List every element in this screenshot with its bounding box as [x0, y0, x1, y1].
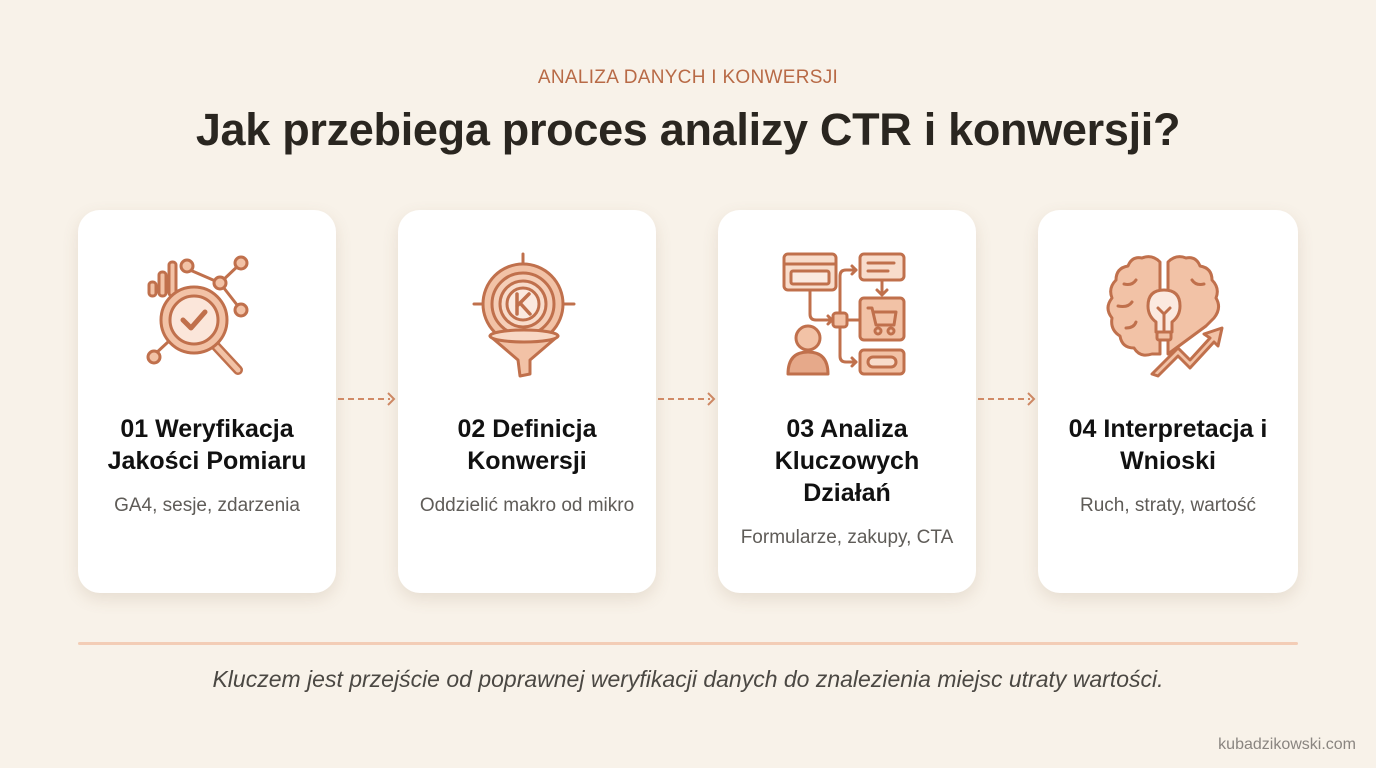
- brain-lightbulb-growth-icon: [1106, 255, 1224, 378]
- step-subtitle: Ruch, straty, wartość: [1080, 495, 1256, 516]
- step-subtitle: Formularze, zakupy, CTA: [740, 527, 954, 548]
- section-kicker: ANALIZA DANYCH I KONWERSJI: [537, 67, 839, 88]
- step-title: 01 Weryfikacja Jakości Pomiaru: [107, 415, 307, 475]
- step-card-2: 02 Definicja Konwersji Oddzielić makro o…: [398, 210, 656, 593]
- divider: [78, 642, 1298, 645]
- user-flow-cart-icon: [782, 252, 906, 376]
- page-title: Jak przebiega proces analizy CTR i konwe…: [195, 104, 1181, 155]
- dashed-arrow-icon: [658, 392, 716, 406]
- magnifier-check-analytics-icon: [146, 255, 249, 375]
- step-card-3: 03 Analiza Kluczowych Działań Formularze…: [718, 210, 976, 593]
- step-title: 03 Analiza Kluczowych Działań: [774, 415, 920, 507]
- step-title: 04 Interpretacja i Wnioski: [1068, 415, 1268, 475]
- footer-note: Kluczem jest przejście od poprawnej wery…: [212, 666, 1164, 692]
- step-title: 02 Definicja Konwersji: [457, 415, 597, 475]
- step-card-4: 04 Interpretacja i Wnioski Ruch, straty,…: [1038, 210, 1298, 593]
- step-subtitle: Oddzielić makro od mikro: [419, 495, 635, 516]
- step-card-1: 01 Weryfikacja Jakości Pomiaru GA4, sesj…: [78, 210, 336, 593]
- step-subtitle: GA4, sesje, zdarzenia: [114, 495, 300, 516]
- dashed-arrow-icon: [338, 392, 396, 406]
- dashed-arrow-icon: [978, 392, 1036, 406]
- target-funnel-icon: [472, 252, 576, 378]
- site-url[interactable]: kubadzikowski.com: [1218, 736, 1356, 753]
